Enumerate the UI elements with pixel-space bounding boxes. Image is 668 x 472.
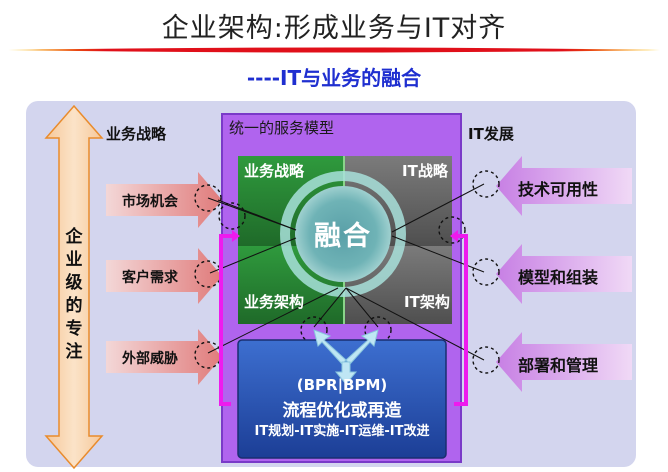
quadrant-label-it-strategy: IT战略	[402, 162, 448, 180]
title-underline	[8, 47, 660, 53]
quadrant-label-it-architecture: IT架构	[404, 293, 450, 311]
right-item-deploy: 部署和管理	[518, 356, 599, 375]
right-item-tech: 技术可用性	[518, 180, 599, 199]
left-item-customer: 客户需求	[122, 270, 178, 286]
left-item-market: 市场机会	[122, 194, 178, 210]
left-item-threat: 外部威胁	[122, 351, 178, 367]
left-arrow-market	[106, 172, 222, 228]
process-label-bpr: (BPR|BPM)	[296, 376, 388, 394]
right-arrow-deploy	[496, 332, 632, 392]
left-arrow-customer	[106, 248, 222, 304]
right-column-header: IT发展	[468, 125, 514, 143]
left-arrow-threat	[106, 329, 222, 385]
service-model-title: 统一的服务模型	[229, 119, 335, 137]
right-arrow-tech	[496, 156, 632, 216]
connector-lines	[207, 183, 485, 361]
left-column-header: 业务战略	[106, 125, 167, 143]
process-label-optimization: 流程优化或再造	[282, 401, 402, 421]
right-item-model: 模型和组装	[518, 268, 599, 287]
vertical-focus-label: 企业级的专注	[65, 227, 83, 362]
right-arrow-model	[496, 244, 632, 304]
quadrant-label-business-strategy: 业务战略	[244, 162, 305, 180]
page-title: 企业架构:形成业务与IT对齐	[161, 13, 507, 44]
process-arrows	[313, 329, 379, 385]
quadrant-label-business-architecture: 业务架构	[244, 293, 305, 311]
fusion-label: 融合	[314, 221, 372, 252]
magenta-connectors	[219, 234, 468, 406]
vertical-double-arrow	[44, 104, 104, 470]
process-box	[237, 339, 447, 459]
dashed-connector-circles	[194, 170, 500, 374]
process-label-it-lifecycle: IT规划-IT实施-IT运维-IT改进	[254, 424, 430, 439]
fusion-circle	[295, 186, 391, 282]
subtitle: ----IT与业务的融合	[246, 66, 422, 90]
